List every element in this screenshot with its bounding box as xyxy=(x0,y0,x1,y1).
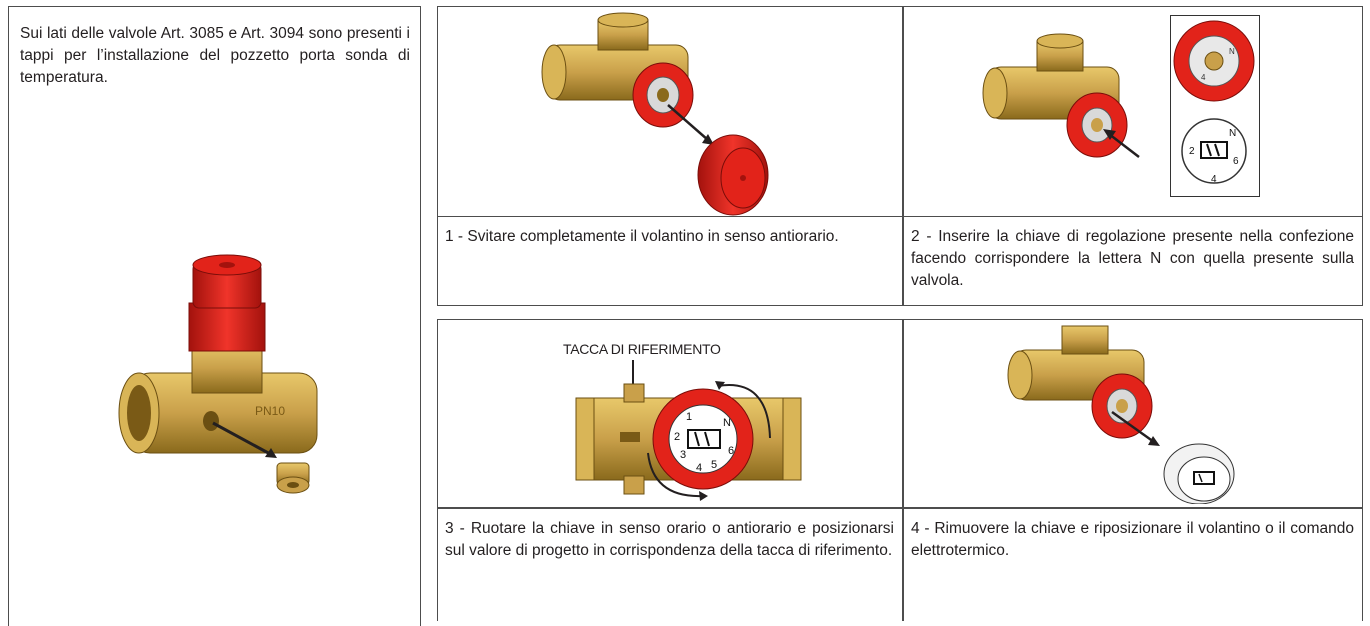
step-2-detail-inset: N 4 2 N 6 4 xyxy=(1170,15,1260,197)
svg-text:6: 6 xyxy=(1233,156,1239,167)
intro-text: Sui lati delle valvole Art. 3085 e Art. … xyxy=(20,25,410,86)
step-2-caption: 2 - Inserire la chiave di regolazione pr… xyxy=(911,228,1354,289)
valve-marking: PN10 xyxy=(255,404,285,418)
step-3-image-cell: TACCA DI RIFERIMENTO 2 1 N 6 5 4 3 xyxy=(437,319,903,508)
intro-panel: Sui lati delle valvole Art. 3085 e Art. … xyxy=(8,6,421,626)
step-3-illustration: 2 1 N 6 5 4 3 xyxy=(575,360,802,501)
step-1-image-cell xyxy=(437,6,903,228)
svg-text:6: 6 xyxy=(728,445,734,457)
svg-text:5: 5 xyxy=(711,459,717,471)
step-3-caption-cell: 3 - Ruotare la chiave in senso orario o … xyxy=(437,508,903,621)
svg-text:2: 2 xyxy=(1189,146,1195,157)
step-4-illustration xyxy=(1007,325,1235,504)
svg-text:N: N xyxy=(1229,47,1235,56)
svg-text:3: 3 xyxy=(680,449,686,461)
svg-text:N: N xyxy=(1229,128,1236,139)
step-4-image-cell xyxy=(903,319,1363,508)
step-2-illustration xyxy=(982,33,1140,158)
valve-with-plug-illustration: PN10 xyxy=(118,254,318,494)
step-1-caption: 1 - Svitare completamente il volantino i… xyxy=(445,228,839,245)
step-4-caption: 4 - Rimuovere la chiave e riposizionare … xyxy=(911,520,1354,559)
step-4-caption-cell: 4 - Rimuovere la chiave e riposizionare … xyxy=(903,508,1363,621)
step-1-caption-cell: 1 - Svitare completamente il volantino i… xyxy=(437,216,903,306)
svg-text:4: 4 xyxy=(1211,174,1217,185)
step-3-caption: 3 - Ruotare la chiave in senso orario o … xyxy=(445,520,894,559)
reference-notch-label: TACCA DI RIFERIMENTO xyxy=(563,341,721,357)
svg-text:2: 2 xyxy=(674,431,680,443)
svg-text:1: 1 xyxy=(686,411,692,423)
key-detail: 2 N 6 4 xyxy=(1181,118,1247,185)
step-2-caption-cell: 2 - Inserire la chiave di regolazione pr… xyxy=(903,216,1363,306)
valve-knob-detail: N 4 xyxy=(1173,20,1255,102)
svg-text:N: N xyxy=(723,417,731,429)
step-2-image-cell: N 4 2 N 6 4 xyxy=(903,6,1363,228)
svg-text:4: 4 xyxy=(696,462,702,474)
step-1-illustration xyxy=(541,12,769,216)
svg-text:4: 4 xyxy=(1201,73,1206,82)
